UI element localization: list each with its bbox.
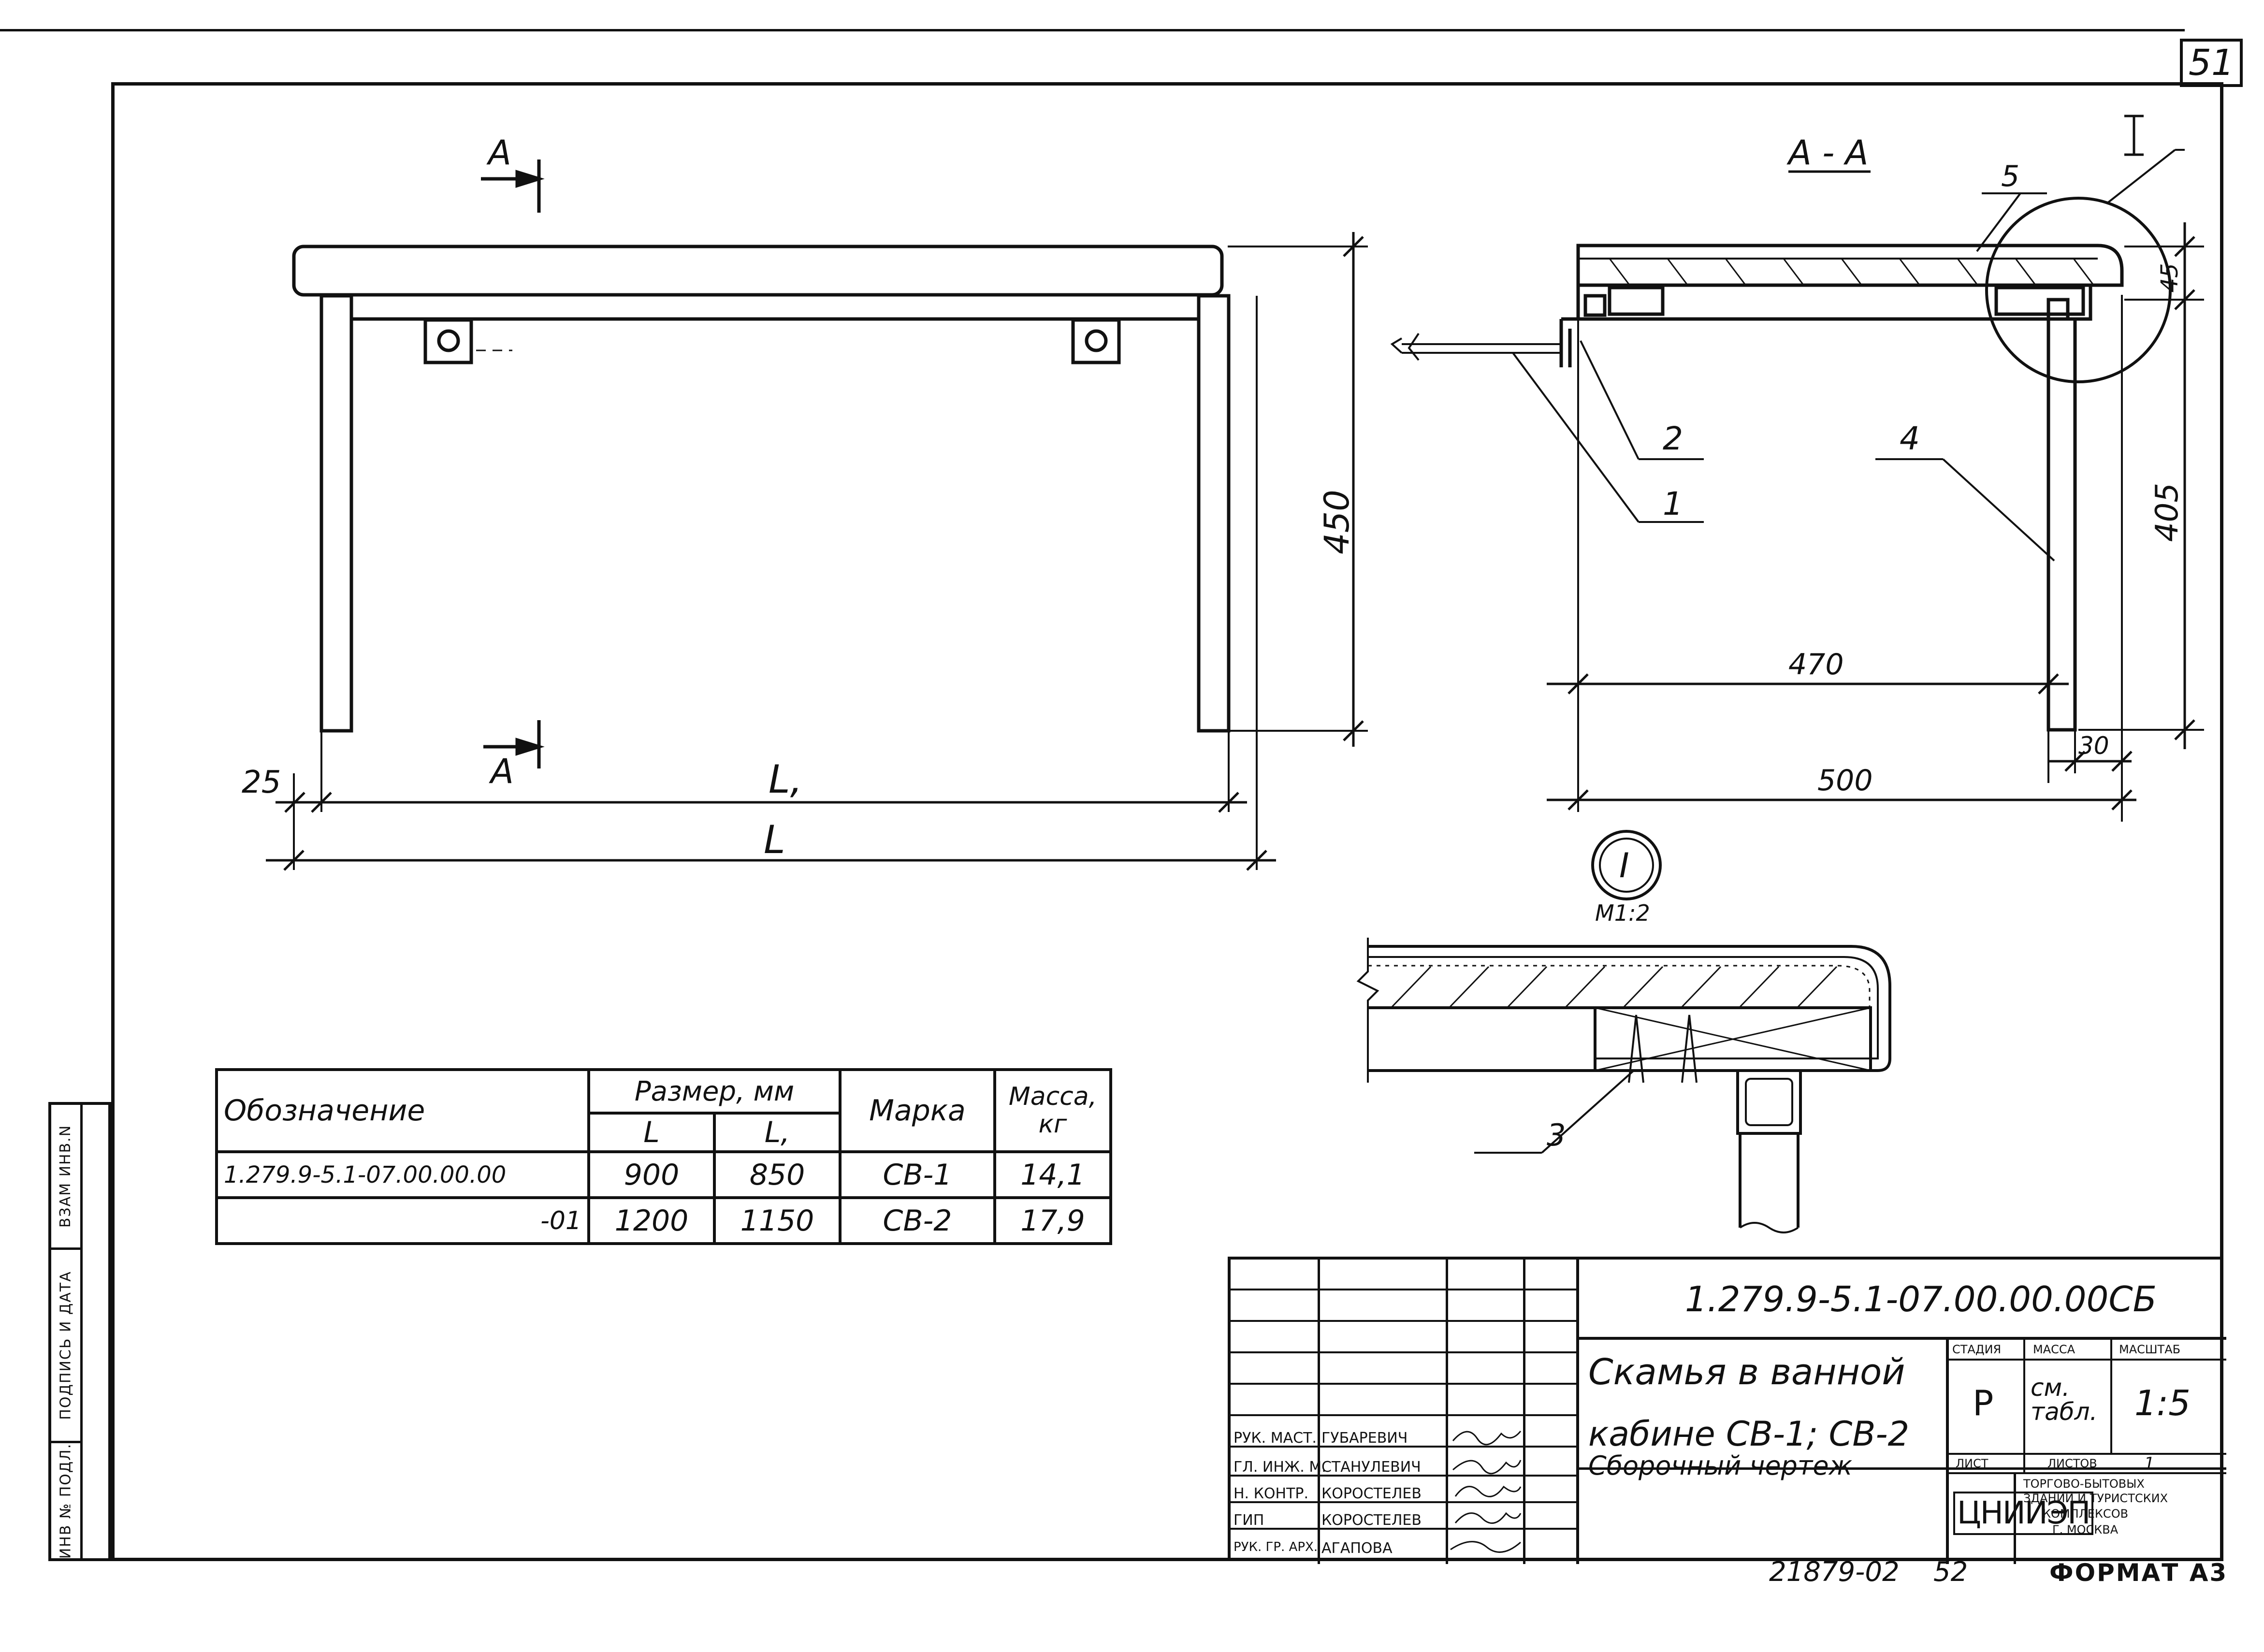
org-line-1: ТОРГОВО-БЫТОВЫХ	[2023, 1477, 2145, 1491]
stage-label: СТАДИЯ	[1952, 1343, 2002, 1356]
archive-sub: 52	[1933, 1556, 1968, 1588]
scale-label: МАСШТАБ	[2119, 1343, 2181, 1356]
signatures	[1450, 1431, 1522, 1553]
front-bracket-left	[423, 318, 473, 364]
sheet-label: ЛИСТ	[1956, 1457, 1988, 1470]
row2-L1: 1150	[713, 1196, 842, 1245]
dim-500: 500	[1817, 764, 1873, 797]
staff-name-5: АГАПОВА	[1321, 1540, 1393, 1557]
staff-role-2: ГЛ. ИНЖ. М.	[1234, 1459, 1326, 1476]
detail-scale: М1:2	[1595, 900, 1650, 926]
document-code: 1.279.9-5.1-07.00.00.00СБ	[1685, 1279, 2157, 1319]
dim-470: 470	[1788, 648, 1844, 681]
row2-mark: СВ-2	[839, 1196, 996, 1245]
callout-3: 3	[1547, 1117, 1566, 1153]
title-line-1: Скамья в ванной	[1588, 1351, 1905, 1393]
section-mark-top: А	[486, 133, 511, 173]
header-mass: Масса, кг	[993, 1068, 1112, 1153]
detail-view	[1356, 830, 1891, 1233]
dim-450: 450	[1317, 490, 1357, 554]
org-line-4: Г. МОСКВА	[2052, 1523, 2119, 1536]
mass-value: см. табл.	[2031, 1374, 2098, 1426]
scale-value: 1:5	[2134, 1383, 2191, 1423]
row1-designation: 1.279.9-5.1-07.00.00.00	[215, 1150, 590, 1199]
sheets-value: 1	[2144, 1454, 2155, 1473]
front-bracket-right	[1071, 318, 1121, 364]
detail-mark-circle	[1591, 830, 1662, 900]
spec-table: Обозначение Размер, мм Марка Масса, кг L…	[215, 1068, 1112, 1245]
detail-mark: I	[1619, 846, 1629, 885]
title-line-2: кабине СВ-1; СВ-2	[1588, 1414, 1910, 1454]
section-view	[1390, 115, 2204, 822]
header-L1: L,	[713, 1112, 842, 1153]
header-L: L	[587, 1112, 716, 1153]
staff-name-2: СТАНУЛЕВИЧ	[1321, 1459, 1421, 1476]
page-number: 51	[2180, 39, 2243, 87]
row2-mass: 17,9	[993, 1196, 1112, 1245]
staff-role-5: РУК. ГР. АРХ.	[1234, 1540, 1318, 1554]
staff-name-4: КОРОСТЕЛЕВ	[1321, 1512, 1422, 1529]
row2-designation: -01	[215, 1196, 590, 1245]
detail-circle	[1985, 197, 2172, 383]
staff-role-3: Н. КОНТР.	[1234, 1485, 1309, 1502]
row1-L1: 850	[713, 1150, 842, 1199]
drawing-frame	[111, 82, 2223, 1561]
org-logo: ЦНИИЭП	[1953, 1492, 2094, 1535]
title-block: РУК. МАСТ. ГУБАРЕВИЧ ГЛ. ИНЖ. М. СТАНУЛЕ…	[1228, 1257, 2226, 1564]
staff-role-4: ГИП	[1234, 1512, 1264, 1529]
table-row: -01 1200 1150 СВ-2 17,9	[215, 1196, 1112, 1245]
title-line-3: Сборочный чертеж	[1588, 1450, 1853, 1481]
top-rule	[0, 29, 2185, 31]
header-size: Размер, мм	[587, 1068, 842, 1115]
section-mark-bottom: А	[489, 752, 514, 791]
front-right-leg	[1197, 294, 1231, 733]
front-view	[266, 159, 1368, 871]
staff-role-1: РУК. МАСТ.	[1234, 1430, 1317, 1447]
row2-L: 1200	[587, 1196, 716, 1245]
callout-5: 4	[1900, 420, 1920, 457]
row1-mark: СВ-1	[839, 1150, 996, 1199]
table-row: 1.279.9-5.1-07.00.00.00 900 850 СВ-1 14,…	[215, 1150, 1112, 1199]
row1-L: 900	[587, 1150, 716, 1199]
section-seat-board	[1576, 244, 2124, 287]
org-line-2: ЗДАНИЙ И ТУРИСТСКИХ	[2023, 1492, 2168, 1505]
staff-name-1: ГУБАРЕВИЧ	[1321, 1430, 1408, 1447]
dim-25: 25	[242, 765, 281, 800]
dim-30: 30	[2078, 732, 2109, 760]
format-label: ФОРМАТ А3	[2049, 1559, 2228, 1587]
section-leg	[2046, 317, 2077, 732]
row1-mass: 14,1	[993, 1150, 1112, 1199]
side-strip: ВЗАМ ИНВ.N ПОДПИСЬ И ДАТА ИНВ № ПОДЛ.	[48, 1102, 111, 1561]
side-cell-signature: ПОДПИСЬ И ДАТА	[51, 1250, 80, 1443]
dim-45: 45	[2156, 263, 2183, 292]
callout-2: 2	[1663, 420, 1683, 457]
staff-name-3: КОРОСТЕЛЕВ	[1321, 1485, 1422, 1502]
header-mark: Марка	[839, 1068, 996, 1153]
callout-1: 1	[1663, 485, 1683, 522]
dim-L: L	[764, 817, 785, 862]
side-cell-vzam: ВЗАМ ИНВ.N	[51, 1105, 80, 1250]
sheets-label: ЛИСТОВ	[2047, 1457, 2097, 1470]
dim-405: 405	[2149, 483, 2185, 542]
header-designation: Обозначение	[215, 1068, 590, 1153]
dim-L1: L,	[769, 757, 802, 802]
mass-label: МАССА	[2033, 1343, 2075, 1356]
org-line-3: КОМПЛЕКСОВ	[2043, 1507, 2129, 1521]
stage-value: Р	[1973, 1383, 1994, 1423]
callout-4: 5	[2001, 159, 2019, 193]
front-left-leg	[319, 294, 353, 733]
archive-number: 21879-02	[1769, 1556, 1900, 1588]
section-title: А - А	[1786, 133, 1869, 173]
front-seat-board	[292, 245, 1224, 297]
